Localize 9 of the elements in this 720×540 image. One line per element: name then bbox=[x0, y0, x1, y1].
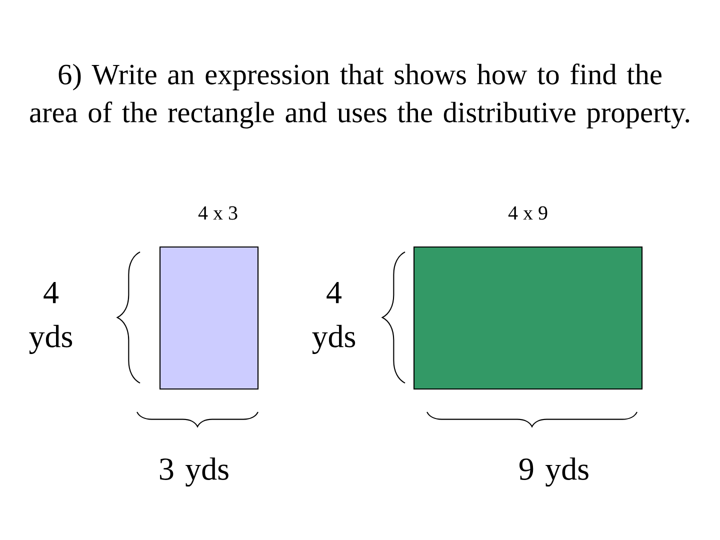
area-label: 4 x 9 bbox=[508, 206, 548, 220]
dimension-label: 4 yds bbox=[312, 282, 356, 354]
dimension-label: 9 yds bbox=[519, 457, 588, 487]
dimension-label: 4 yds bbox=[29, 282, 72, 354]
dimension-label: 3 yds bbox=[160, 457, 228, 487]
title: 6) Write an expression that shows how to find the area of the rectangle and uses the distributive property. bbox=[30, 64, 690, 128]
area-label: 4 x 3 bbox=[198, 206, 238, 220]
rectangle bbox=[413, 246, 643, 390]
rectangle bbox=[159, 246, 259, 390]
